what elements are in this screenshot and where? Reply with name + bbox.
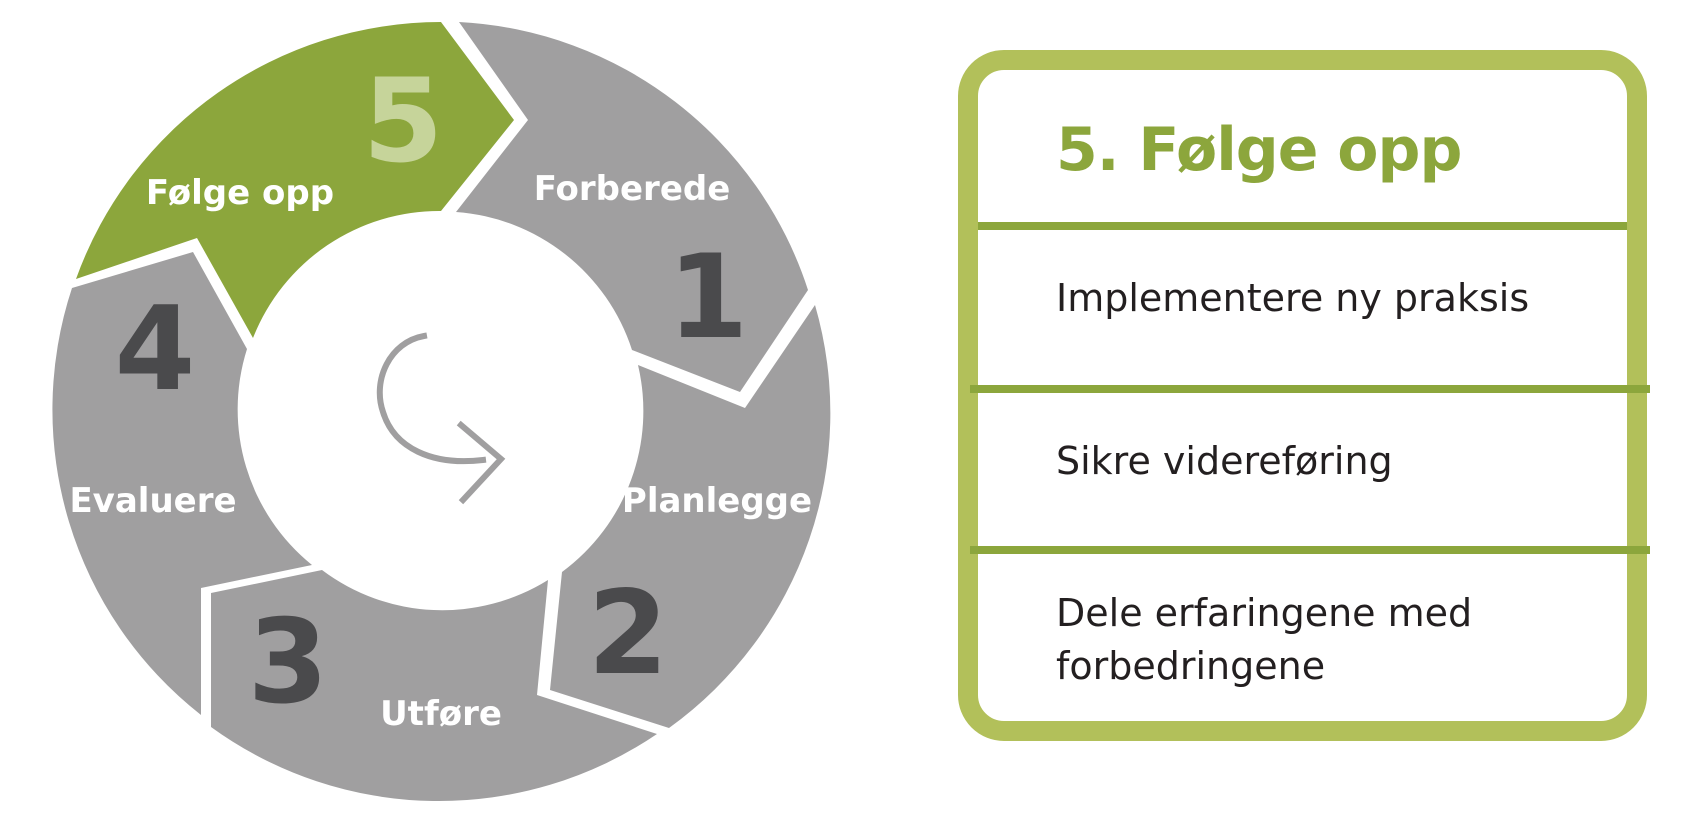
card-item-2: Sikre videreføring: [1056, 439, 1393, 483]
cycle-label-2: Planlegge: [622, 481, 812, 521]
cycle-label-1: Forberede: [534, 169, 731, 209]
cycle-segment-5: [76, 22, 514, 338]
cycle-arrow-icon: [376, 332, 506, 505]
cycle-label-5: Følge opp: [146, 173, 334, 213]
card-divider-1: [978, 222, 1627, 230]
card-divider-2: [970, 385, 1650, 393]
cycle-number-3: 3: [248, 595, 329, 730]
step-detail-card: [958, 50, 1647, 741]
card-divider-3: [970, 546, 1650, 554]
cycle-segment-4: [52, 252, 313, 715]
card-title: 5. Følge opp: [1056, 115, 1462, 185]
cycle-segment-1: [456, 22, 808, 392]
cycle-segment-3: [211, 570, 657, 802]
card-item-1: Implementere ny praksis: [1056, 276, 1530, 320]
card-item-3: Dele erfaringene med forbedringene: [1056, 591, 1473, 688]
cycle-number-1: 1: [668, 230, 749, 365]
cycle-label-3: Utføre: [380, 694, 502, 734]
process-cycle-diagram: Forberede Planlegge Utføre Evaluere Følg…: [52, 22, 831, 802]
cycle-number-4: 4: [115, 282, 196, 417]
cycle-number-2: 2: [588, 566, 669, 701]
cycle-segment-2: [550, 305, 831, 728]
cycle-label-4: Evaluere: [69, 481, 236, 521]
cycle-number-5: 5: [363, 54, 444, 189]
